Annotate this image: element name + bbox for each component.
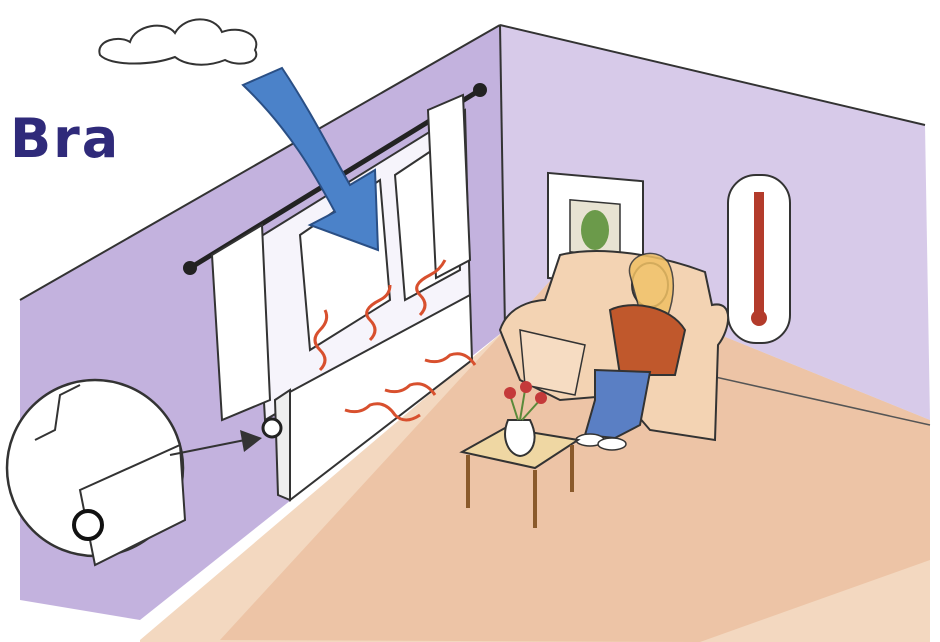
radiator-side [275,390,290,500]
thermometer-fill [754,192,764,317]
rod-end-left [183,261,197,275]
picture-leaf [581,210,609,250]
radiator-valve [263,419,281,437]
cloud [99,19,256,64]
curtain-left [212,225,270,420]
curtain-right [428,95,470,278]
rod-end-right [473,83,487,97]
thermometer-bulb [751,310,767,326]
